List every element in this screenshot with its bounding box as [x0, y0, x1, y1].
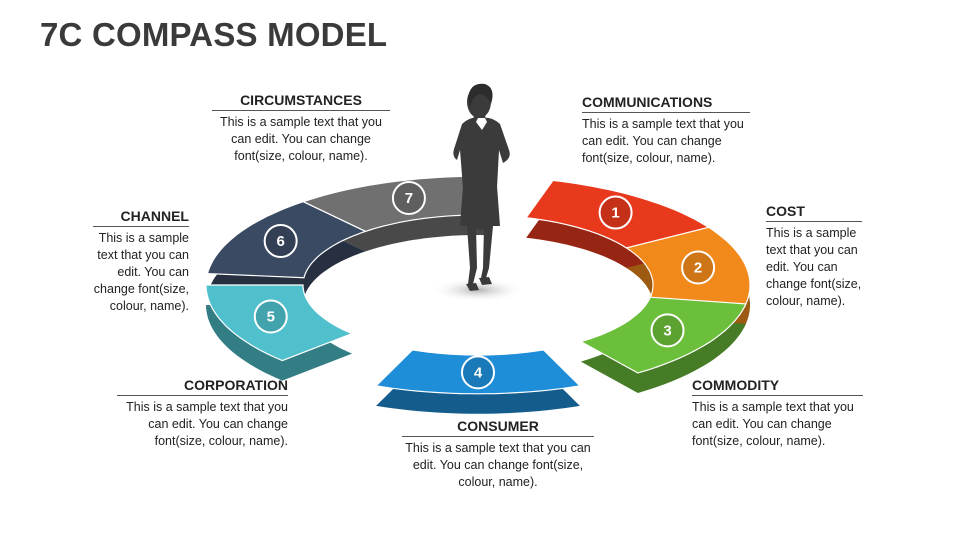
- page-title: 7C COMPASS MODEL: [40, 16, 388, 53]
- number-badge-label: 1: [611, 205, 619, 222]
- label-channel: CHANNEL This is a sample text that you c…: [93, 208, 189, 315]
- number-badge-circle: [650, 313, 685, 348]
- number-badge-circle: [391, 180, 426, 215]
- number-badge-circle: [598, 195, 633, 230]
- label-communications-heading: COMMUNICATIONS: [582, 94, 750, 113]
- label-circumstances-heading: CIRCUMSTANCES: [212, 92, 390, 111]
- label-corporation-heading: CORPORATION: [117, 377, 288, 396]
- number-badge-3: 3: [650, 313, 685, 348]
- label-circumstances-text: This is a sample text that you can edit.…: [220, 115, 382, 163]
- number-badge-label: 5: [267, 308, 275, 325]
- number-badge-2: 2: [681, 250, 716, 285]
- label-consumer-heading: CONSUMER: [402, 418, 594, 437]
- number-badge-circle: [263, 224, 298, 259]
- label-consumer-text: This is a sample text that you can edit.…: [405, 441, 591, 489]
- label-commodity: COMMODITY This is a sample text that you…: [692, 377, 863, 450]
- number-badge-label: 4: [474, 364, 483, 381]
- label-channel-text: This is a sample text that you can edit.…: [93, 231, 189, 313]
- number-badge-circle: [253, 299, 288, 334]
- number-badge-label: 7: [405, 190, 413, 207]
- number-badge-label: 2: [694, 259, 702, 276]
- label-cost-heading: COST: [766, 203, 862, 222]
- businesswoman-silhouette-icon: [453, 83, 510, 291]
- label-commodity-text: This is a sample text that you can edit.…: [692, 400, 854, 448]
- number-badge-1: 1: [598, 195, 633, 230]
- label-consumer: CONSUMER This is a sample text that you …: [402, 418, 594, 491]
- label-corporation-text: This is a sample text that you can edit.…: [126, 400, 288, 448]
- label-circumstances: CIRCUMSTANCES This is a sample text that…: [212, 92, 390, 165]
- number-badge-label: 6: [276, 233, 284, 250]
- label-communications: COMMUNICATIONS This is a sample text tha…: [582, 94, 750, 167]
- label-commodity-heading: COMMODITY: [692, 377, 863, 396]
- number-badge-5: 5: [253, 299, 288, 334]
- label-cost-text: This is a sample text that you can edit.…: [766, 226, 862, 308]
- number-badge-label: 3: [663, 322, 671, 339]
- label-channel-heading: CHANNEL: [93, 208, 189, 227]
- number-badge-7: 7: [391, 180, 426, 215]
- label-cost: COST This is a sample text that you can …: [766, 203, 862, 310]
- label-communications-text: This is a sample text that you can edit.…: [582, 117, 744, 165]
- number-badge-circle: [461, 355, 495, 390]
- number-badge-6: 6: [263, 224, 298, 259]
- label-corporation: CORPORATION This is a sample text that y…: [117, 377, 288, 450]
- number-badge-4: 4: [461, 355, 495, 390]
- number-badge-circle: [681, 250, 716, 285]
